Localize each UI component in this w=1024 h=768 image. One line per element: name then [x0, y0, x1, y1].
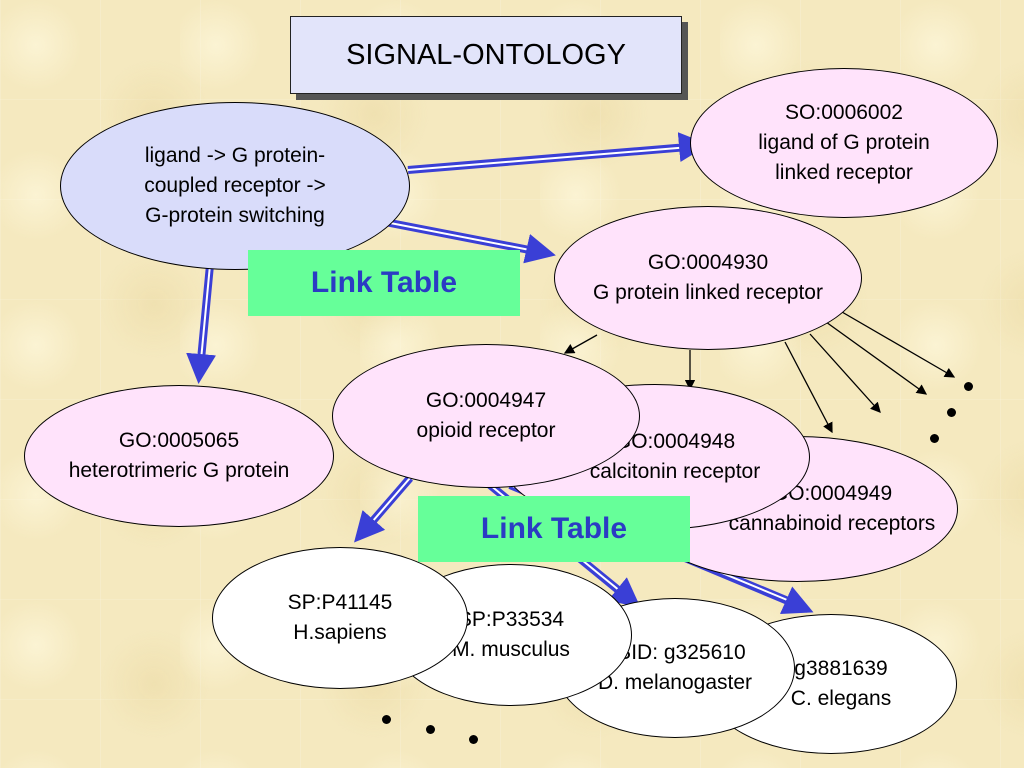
node-line: H.sapiens [293, 621, 387, 644]
node-line: g3881639 [794, 657, 888, 680]
node-line: heterotrimeric G protein [68, 459, 290, 482]
link-arrow-to-go-5065 [186, 264, 217, 384]
node-go-0004930: GO:0004930 G protein linked receptor [554, 206, 862, 350]
link-table-label-top: Link Table [248, 250, 520, 316]
node-line: ligand -> G protein- [144, 144, 326, 167]
link-arrow-to-human [354, 475, 414, 543]
ellipsis-dot [382, 715, 391, 724]
node-line: calcitonin receptor [589, 460, 761, 483]
page-title: SIGNAL-ONTOLOGY [290, 16, 682, 94]
node-line: C. elegans [790, 687, 892, 710]
ellipsis-dot [426, 725, 435, 734]
ellipsis-dot [947, 408, 956, 417]
ellipsis-dot [469, 735, 478, 744]
node-line: coupled receptor -> [144, 174, 326, 197]
node-go-0004947: GO:0004947 opioid receptor [332, 344, 640, 488]
node-line: G protein linked receptor [593, 281, 823, 304]
node-line: GO:0004949 [771, 482, 893, 505]
ellipsis-dot [964, 382, 973, 391]
node-line: ligand of G protein [758, 131, 930, 154]
node-so-0006002: SO:0006002 ligand of G protein linked re… [690, 68, 998, 218]
node-line: G-protein switching [145, 204, 325, 227]
node-line: GO:0005065 [118, 429, 240, 452]
node-go-0005065: GO:0005065 heterotrimeric G protein [24, 385, 334, 527]
node-line: opioid receptor [416, 419, 556, 442]
link-table-label-bottom: Link Table [418, 496, 690, 562]
node-line: SO:0006002 [785, 101, 903, 124]
hierarchy-arrows [563, 311, 956, 434]
node-line: M. musculus [452, 638, 570, 661]
node-line: GO:0004948 [614, 430, 736, 453]
node-line: cannabinoid receptors [728, 512, 936, 535]
node-line: linked receptor [775, 161, 913, 184]
node-line: SP:P41145 [287, 591, 393, 614]
ellipsis-dot [930, 434, 939, 443]
node-human: SP:P41145 H.sapiens [212, 547, 468, 689]
node-line: GO:0004930 [647, 251, 769, 274]
node-line: GO:0004947 [425, 389, 547, 412]
node-line: D. melanogaster [597, 671, 753, 694]
link-arrow-to-go-4930 [384, 218, 556, 264]
node-ligand-switch: ligand -> G protein- coupled receptor ->… [60, 102, 410, 270]
node-line: SP:P33534 [457, 608, 565, 631]
node-line: FBID: g325610 [604, 641, 746, 664]
